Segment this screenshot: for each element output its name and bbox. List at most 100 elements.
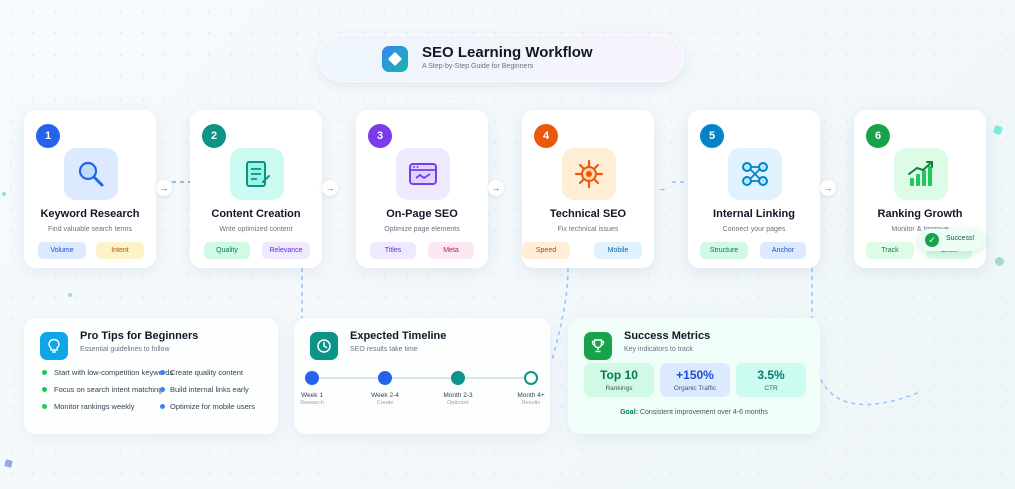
success-badge-text: Success! xyxy=(946,235,975,242)
step-card-internal-linking[interactable]: 5 Internal Linking Connect your pages St… xyxy=(688,110,820,268)
document-edit-icon xyxy=(230,148,284,200)
gear-icon xyxy=(562,148,616,200)
step-tag: Titles xyxy=(370,242,416,259)
flow-arrow-icon: → xyxy=(156,180,172,196)
step-tag: Quality xyxy=(204,242,250,259)
step-number-badge: 2 xyxy=(202,124,226,148)
step-description: Optimize page elements xyxy=(384,226,460,233)
milestone-label: Week 1 xyxy=(301,392,323,399)
page-subtitle: A Step-by-Step Guide for Beginners xyxy=(422,63,534,70)
step-tag: Speed xyxy=(522,242,570,259)
panel-title: Expected Timeline xyxy=(350,330,447,342)
lightbulb-icon xyxy=(40,332,68,360)
step-tag: Anchor xyxy=(760,242,806,259)
milestone-sublabel: Optimize xyxy=(447,400,469,406)
flow-arrow-icon: → xyxy=(322,180,338,196)
step-number-badge: 1 xyxy=(36,124,60,148)
bullet-dot xyxy=(42,387,47,392)
network-icon xyxy=(728,148,782,200)
milestone-sublabel: Research xyxy=(300,400,324,406)
step-description: Fix technical issues xyxy=(557,226,619,233)
timeline-milestone-dot xyxy=(524,371,538,385)
tip-item: Start with low-competition keywords xyxy=(54,368,174,377)
step-number-badge: 5 xyxy=(700,124,724,148)
panel-title: Success Metrics xyxy=(624,330,711,342)
metric-card: Top 10 Rankings xyxy=(584,363,654,397)
success-metrics-panel: Success Metrics Key indicators to track … xyxy=(568,318,820,434)
bullet-dot xyxy=(160,387,165,392)
bullet-dot xyxy=(42,370,47,375)
growth-chart-icon xyxy=(894,148,948,200)
step-card-on-page-seo[interactable]: 3 On-Page SEO Optimize page elements Tit… xyxy=(356,110,488,268)
metric-label: Organic Traffic xyxy=(673,385,717,392)
tip-item: Monitor rankings weekly xyxy=(54,402,135,411)
decorative-dot xyxy=(2,192,6,196)
flow-arrow-icon: → xyxy=(820,180,836,196)
milestone-label: Month 2-3 xyxy=(443,392,473,399)
clock-icon xyxy=(310,332,338,360)
step-title: On-Page SEO xyxy=(386,208,458,220)
step-tag: Intent xyxy=(96,242,144,259)
step-number-badge: 4 xyxy=(534,124,558,148)
metric-card: +150% Organic Traffic xyxy=(660,363,730,397)
page-title: SEO Learning Workflow xyxy=(422,44,593,61)
flow-arrow-icon: → xyxy=(657,183,667,193)
step-tag: Volume xyxy=(38,242,86,259)
tip-item: Optimize for mobile users xyxy=(170,402,256,411)
search-icon xyxy=(64,148,118,200)
step-tag: Structure xyxy=(700,242,748,259)
panel-subtitle: Key indicators to track xyxy=(624,346,693,353)
trophy-icon xyxy=(584,332,612,360)
connector-line xyxy=(817,371,921,406)
bullet-dot xyxy=(160,404,165,409)
diamond-icon xyxy=(382,46,408,72)
check-icon: ✓ xyxy=(925,233,939,247)
timeline-track xyxy=(312,377,534,379)
milestone-label: Month 4+ xyxy=(517,392,545,399)
goal-label: Goal: xyxy=(620,409,638,416)
tip-item: Focus on search intent matching xyxy=(54,385,163,394)
step-number-badge: 6 xyxy=(866,124,890,148)
panel-title: Pro Tips for Beginners xyxy=(80,330,199,342)
goal-statement: Goal: Consistent improvement over 4-6 mo… xyxy=(568,409,820,416)
milestone-label: Week 2-4 xyxy=(371,392,399,399)
step-title: Content Creation xyxy=(211,208,301,220)
panel-subtitle: SEO results take time xyxy=(350,346,418,353)
step-tag: Relevance xyxy=(262,242,310,259)
step-description: Monitor & Improve xyxy=(891,226,949,233)
step-tag: Track xyxy=(866,242,914,259)
step-title: Keyword Research xyxy=(40,208,140,220)
timeline-panel: Expected Timeline SEO results take time … xyxy=(294,318,550,434)
browser-window-icon xyxy=(396,148,450,200)
decorative-circle xyxy=(995,257,1004,266)
tip-item: Create quality content xyxy=(170,368,243,377)
connector-line xyxy=(551,267,569,361)
pro-tips-panel: Pro Tips for Beginners Essential guideli… xyxy=(24,318,278,434)
tip-item: Build internal links early xyxy=(170,385,249,394)
step-description: Connect your pages xyxy=(722,226,786,233)
step-description: Find valuable search terms xyxy=(47,226,133,233)
milestone-sublabel: Create xyxy=(376,400,394,406)
step-card-keyword-research[interactable]: 1 Keyword Research Find valuable search … xyxy=(24,110,156,268)
milestone-sublabel: Results xyxy=(521,400,541,406)
step-tag: Mobile xyxy=(594,242,642,259)
metric-card: 3.5% CTR xyxy=(736,363,806,397)
panel-subtitle: Essential guidelines to follow xyxy=(80,346,170,353)
metric-label: Rankings xyxy=(605,385,633,392)
timeline-milestone-dot xyxy=(305,371,319,385)
metric-value: +150% xyxy=(676,368,714,382)
step-card-content-creation[interactable]: 2 Content Creation Write optimized conte… xyxy=(190,110,322,268)
step-card-technical-seo[interactable]: 4 Technical SEO Fix technical issues Spe… xyxy=(522,110,654,268)
workflow-header: SEO Learning Workflow A Step-by-Step Gui… xyxy=(318,34,684,82)
step-title: Internal Linking xyxy=(713,208,795,220)
step-tag: Meta xyxy=(428,242,474,259)
timeline-milestone-dot xyxy=(451,371,465,385)
step-title: Ranking Growth xyxy=(877,208,963,220)
flow-arrow-icon: → xyxy=(488,180,504,196)
step-description: Write optimized content xyxy=(219,226,293,233)
bullet-dot xyxy=(42,404,47,409)
step-number-badge: 3 xyxy=(368,124,392,148)
bullet-dot xyxy=(160,370,165,375)
metric-label: CTR xyxy=(764,385,778,392)
